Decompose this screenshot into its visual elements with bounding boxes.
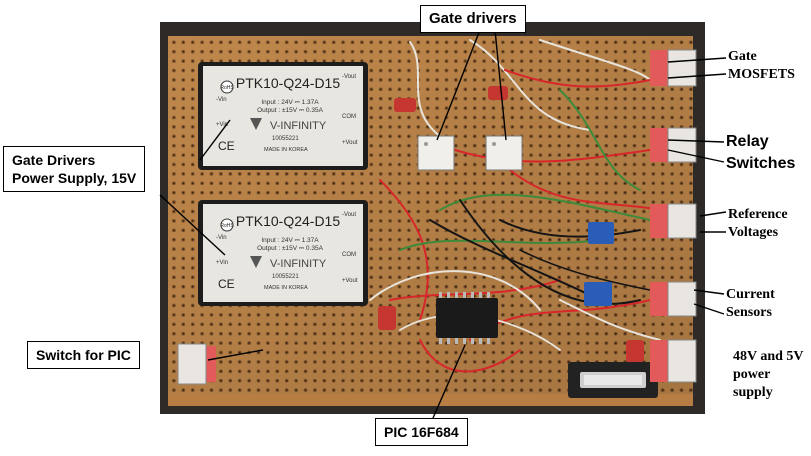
module2-pin-minus-vout: -Vout xyxy=(342,212,356,218)
trimmer-potentiometer xyxy=(584,282,612,306)
label-reference-voltages: Reference Voltages xyxy=(728,206,788,242)
module2-origin: MADE IN KOREA xyxy=(264,285,308,291)
module2-model: PTK10-Q24-D15 xyxy=(236,213,340,229)
supply-line2: Power Supply, 15V xyxy=(12,170,137,186)
capacitor xyxy=(488,86,508,100)
module2-ce: CE xyxy=(218,277,235,291)
callout-arrows xyxy=(159,29,727,419)
capacitor xyxy=(394,98,416,112)
label-gate-drivers-power-supply: Gate Drivers Power Supply, 15V xyxy=(3,146,146,192)
pic-chip xyxy=(436,292,498,344)
module1-pin-com: COM xyxy=(342,114,356,120)
label-relay-switches: Relay Switches xyxy=(726,131,795,175)
module1-pin-plus-vout: +Vout xyxy=(342,140,358,146)
module2-serial: 10055221 xyxy=(272,274,299,280)
fuse-holder xyxy=(568,362,658,398)
relay-line2: Switches xyxy=(726,155,796,172)
module2-pin-plus-vout: +Vout xyxy=(342,278,358,284)
connectors xyxy=(204,50,668,382)
module1-input: Input : 24V ⎓ 1.37A xyxy=(261,99,319,106)
capacitor xyxy=(626,340,644,362)
label-current-sensors: Current Sensors xyxy=(726,286,775,322)
module2-brand: V-INFINITY xyxy=(270,258,327,270)
label-gate-drivers: Gate drivers xyxy=(420,5,526,33)
module1-serial: 10055221 xyxy=(272,136,299,142)
module2-input: Input : 24V ⎓ 1.37A xyxy=(261,237,319,244)
capacitor xyxy=(378,306,396,330)
module2-rohs: RoHS xyxy=(220,223,234,229)
power-line1: 48V and 5V xyxy=(733,349,804,364)
module1-pin-plus-vin: +Vin xyxy=(216,122,228,128)
power-line2: power xyxy=(733,367,771,382)
module1-brand: V-INFINITY xyxy=(270,120,327,132)
module1-ce: CE xyxy=(218,139,235,153)
relay-line1: Relay xyxy=(726,133,769,150)
gate-driver-ic-1 xyxy=(417,135,455,171)
gate-mosfets-line2: MOSFETS xyxy=(728,67,795,82)
module1-rohs: RoHS xyxy=(220,85,234,91)
supply-line1: Gate Drivers xyxy=(12,152,96,168)
current-line2: Sensors xyxy=(726,305,772,320)
switch-pic-text: Switch for PIC xyxy=(36,347,131,363)
module2-pin-plus-vin: +Vin xyxy=(216,260,228,266)
module1-pin-minus-vout: -Vout xyxy=(342,74,356,80)
label-power-supply: 48V and 5V power supply xyxy=(733,348,804,402)
connector-housings xyxy=(177,49,697,385)
label-switch-for-pic: Switch for PIC xyxy=(27,341,140,369)
label-pic: PIC 16F684 xyxy=(375,418,468,446)
current-line1: Current xyxy=(726,287,775,302)
power-line3: supply xyxy=(733,385,773,400)
module2-pin-minus-vin: -Vin xyxy=(216,235,227,241)
module2-output: Output : ±15V ⎓ 0.35A xyxy=(257,245,324,252)
reference-line1: Reference xyxy=(728,207,788,222)
module2-pin-com: COM xyxy=(342,252,356,258)
pic-text: PIC 16F684 xyxy=(384,424,459,440)
gate-drivers-text: Gate drivers xyxy=(429,10,517,27)
module1-output: Output : ±15V ⎓ 0.35A xyxy=(257,107,324,114)
gate-mosfets-line1: Gate xyxy=(728,49,757,64)
dcdc-module-2 xyxy=(198,200,368,306)
module1-pin-minus-vin: -Vin xyxy=(216,97,227,103)
reference-line2: Voltages xyxy=(728,225,779,240)
dcdc-module-1 xyxy=(198,62,368,170)
label-gate-mosfets: Gate MOSFETS xyxy=(728,48,795,84)
wires xyxy=(369,39,661,373)
module1-model: PTK10-Q24-D15 xyxy=(236,75,340,91)
trimmer-potentiometer xyxy=(588,222,614,244)
module1-origin: MADE IN KOREA xyxy=(264,147,308,153)
gate-driver-ic-2 xyxy=(485,135,523,171)
